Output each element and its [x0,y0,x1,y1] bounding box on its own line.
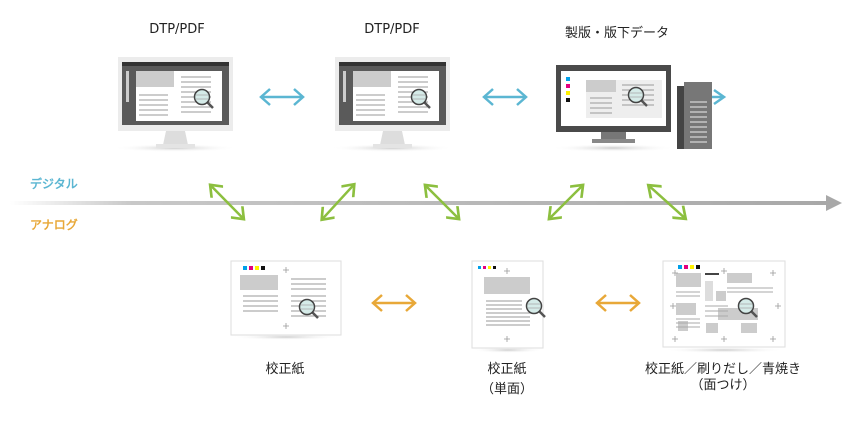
dtp-monitor-2 [330,57,454,152]
label-prepress-data: 製版・版下データ [564,26,670,41]
proof-sheet-imposition [662,260,786,353]
label-dtp-pdf-1: DTP/PDF [149,22,205,37]
label-proof-2-sub: （単面） [480,382,534,397]
proof-sheet-single [471,260,547,353]
timeline-arrow [10,195,842,211]
label-proof-2: 校正紙 [487,362,527,377]
label-proof-3-sub: （面つけ） [690,378,756,393]
label-proof-3: 校正紙／刷りだし／青焼き [644,362,802,377]
label-proof-1: 校正紙 [265,362,305,377]
label-digital: デジタル [30,177,78,191]
server-tower-icon [677,82,712,149]
prepress-monitor [551,65,675,152]
label-dtp-pdf-2: DTP/PDF [364,22,420,37]
dtp-monitor-1 [113,57,237,152]
label-analog: アナログ [30,218,78,232]
output-arrow-icon [712,88,727,106]
analog-double-arrow-2 [595,293,641,313]
analog-double-arrow-1 [371,293,417,313]
digital-double-arrow-1 [259,87,305,107]
digital-double-arrow-2 [482,87,528,107]
proof-sheet-spread [230,260,342,340]
